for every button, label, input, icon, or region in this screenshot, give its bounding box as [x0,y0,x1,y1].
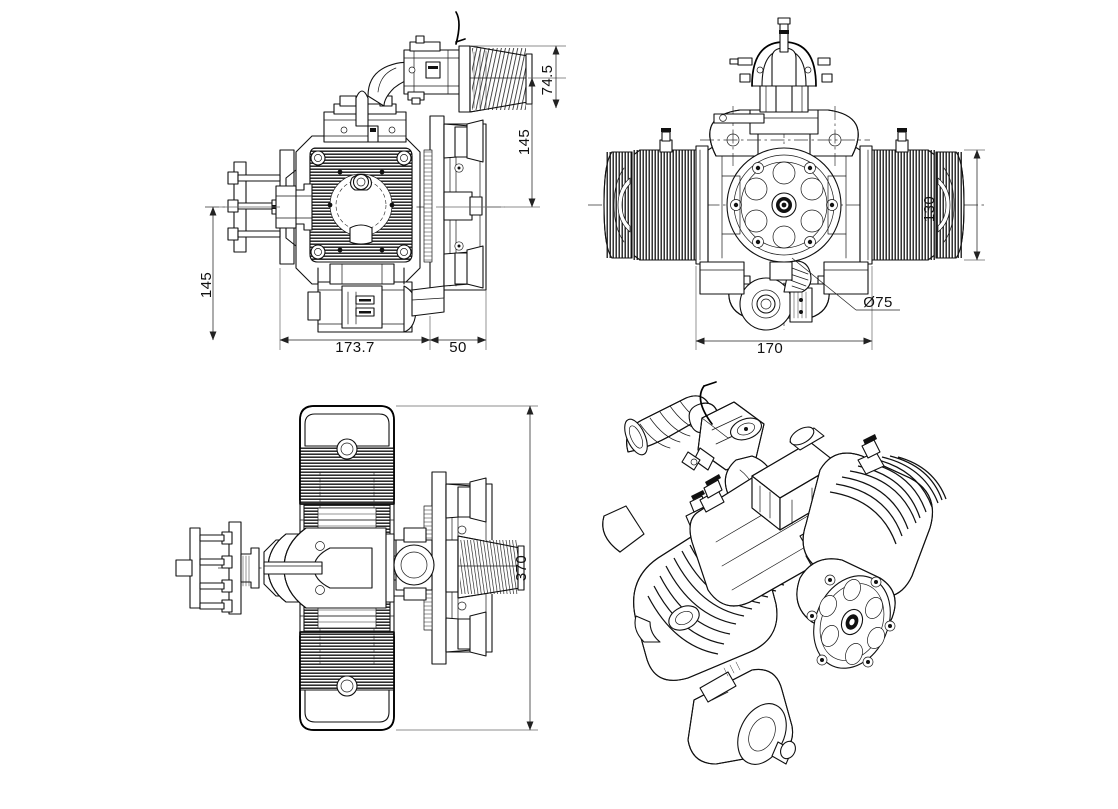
cooling-fins-rear-iso [829,455,947,545]
flange-screws [730,162,838,248]
dimension-diameter-75: Ø75 [863,294,893,311]
view-isometric [602,381,947,765]
flange-holes-iso [819,579,885,665]
dimension-170: 170 [757,340,783,357]
view-top-plan: 370 [175,405,538,731]
view-front-elevation: 130 170 Ø75 [588,17,985,357]
propeller-flange-plan [175,521,260,615]
dimension-173-7: 173.7 [335,339,375,356]
rear-adapter-plan [393,471,525,665]
crankcase-plan [263,503,439,633]
ignition-module [713,17,833,135]
dimension-145-right: 145 [516,129,533,155]
flange-bolt-holes [744,161,824,249]
flange-bolts-iso [806,574,896,668]
crankcase-body [295,135,421,285]
dimension-74-5: 74.5 [539,65,556,96]
starter-motor [307,263,417,333]
carburetor [403,11,466,105]
dimension-50: 50 [449,339,467,356]
fuel-pump-housing [728,260,830,331]
starter-motor-iso [687,661,796,765]
view-side-elevation: 173.7 50 145 74.5 145 [198,11,566,356]
dimension-set-front-view: 130 170 Ø75 [695,149,985,357]
dimension-set-side-view: 173.7 50 145 74.5 145 [198,45,566,356]
intake-manifold [323,61,419,143]
dimension-370: 370 [513,555,530,581]
cylinder-right [859,128,965,265]
side-mount-lugs [699,261,869,295]
dimension-set-top-view: 370 [396,405,538,731]
lower-mount-extension [411,285,445,317]
accessory-stub-iso [699,474,725,513]
drive-flange-iso [796,558,896,669]
air-filter [458,45,533,113]
cylinder-left [603,128,709,265]
dimension-130: 130 [921,196,938,222]
dimension-145-left: 145 [198,272,215,298]
front-case-housing [275,169,297,247]
